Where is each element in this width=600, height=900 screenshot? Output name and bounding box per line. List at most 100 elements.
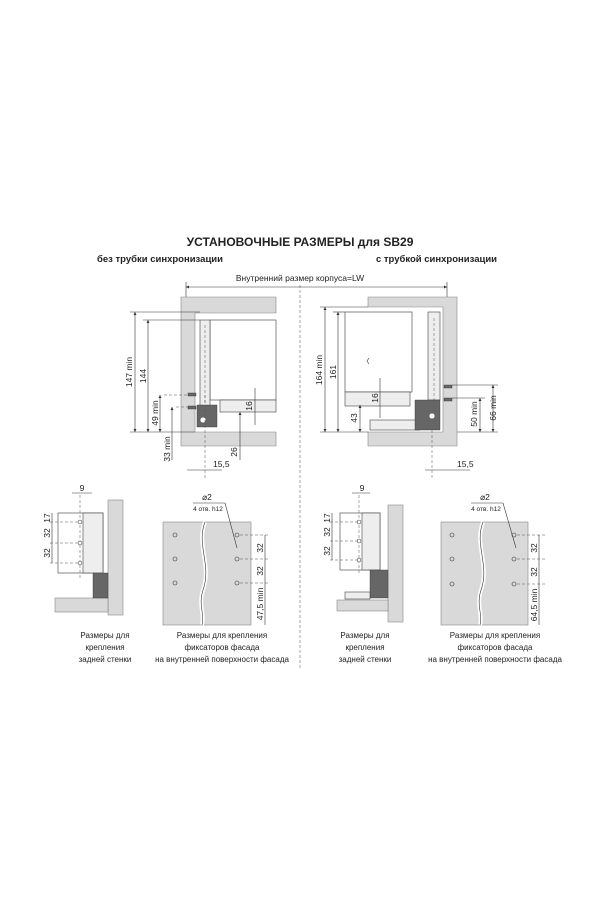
dim-15-5: 15,5 (457, 459, 474, 469)
left-side-section: 147 min 144 49 min 33 min 16 26 15,5 (124, 296, 277, 478)
lw-label: Внутренний размер корпуса=LW (236, 273, 364, 283)
dim-161: 161 (328, 365, 338, 379)
dim-32-b: 32 (255, 566, 265, 576)
caption-line: фиксаторов фасада (185, 643, 260, 652)
drawing-title: УСТАНОВОЧНЫЕ РАЗМЕРЫ для SB29 (187, 235, 414, 249)
dim-164-min: 164 min (314, 355, 324, 386)
bottom-shelf (336, 599, 389, 612)
caption-line: Размеры для крепления (177, 631, 267, 640)
drawer-side-panel (209, 319, 277, 401)
back-wall (387, 504, 404, 623)
runner-mechanism (414, 399, 441, 431)
caption-line: крепления (345, 643, 384, 652)
hole (511, 581, 517, 587)
caption-line: крепления (85, 643, 124, 652)
left-heading: без трубки синхронизации (97, 254, 223, 265)
dim-43: 43 (349, 413, 359, 423)
hole (77, 519, 83, 525)
hole (172, 532, 178, 538)
break-line-edge (200, 521, 207, 626)
hole (172, 580, 178, 586)
hole (449, 556, 455, 562)
caption-line: на внутренней поверхности фасада (155, 655, 289, 664)
right-front-panel-detail: 32 32 64,5 min ⌀2 4 отв. h12 Размеры для… (428, 492, 562, 664)
mechanism-wheel (199, 416, 207, 424)
dim-32-b: 32 (529, 567, 539, 577)
caption-line: на внутренней поверхности фасада (428, 655, 562, 664)
screw-upper (187, 392, 197, 397)
caption-line: Размеры для (80, 631, 129, 640)
caption-line: задней стенки (339, 655, 392, 664)
dim-64-5-min: 64,5 min (529, 588, 539, 621)
left-back-wall-detail: 9 17 32 32 Размеры для крепления задней … (42, 483, 131, 664)
screw-lower (443, 397, 453, 402)
runner-profile (199, 319, 211, 409)
dim-16: 16 (244, 401, 254, 411)
leader-line (224, 502, 238, 549)
front-holes (172, 532, 240, 586)
hole (77, 560, 83, 566)
dim-32-b: 32 (42, 548, 52, 558)
hole (77, 540, 83, 546)
dim-17: 17 (322, 513, 332, 523)
dim-32-a: 32 (322, 527, 332, 537)
caption-line: Размеры для (340, 631, 389, 640)
mechanism-wheel (428, 412, 436, 420)
dim-49-min: 49 min (150, 400, 160, 426)
dim-32-a: 32 (255, 543, 265, 553)
right-side-section: 164 min 161 43 16 50 min 66 min 15,5 (314, 296, 498, 478)
break-mark (366, 357, 370, 365)
hole (449, 581, 455, 587)
back-holes (77, 519, 83, 566)
hole (234, 532, 240, 538)
dim-50-min: 50 min (469, 401, 479, 427)
screw-lower (187, 405, 197, 410)
hole (234, 556, 240, 562)
synchro-tube (369, 419, 421, 431)
dim-9: 9 (360, 483, 365, 493)
drawer-side-panel (344, 311, 413, 393)
right-back-wall-detail: 9 17 32 32 Размеры для крепления задней … (322, 483, 404, 664)
dim-32-b: 32 (322, 546, 332, 556)
hole (172, 556, 178, 562)
caption-line: Размеры для крепления (450, 631, 540, 640)
dim-144: 144 (138, 369, 148, 383)
dim-9: 9 (80, 483, 85, 493)
bottom-shelf (54, 597, 109, 613)
drawer-bottom (344, 391, 411, 407)
dim-26: 26 (229, 447, 239, 457)
back-bracket (361, 512, 381, 571)
break-line-edge (478, 521, 485, 626)
hole-note: 4 отв. h12 (471, 506, 501, 513)
left-front-panel-detail: 32 32 47,5 min ⌀2 4 отв. h12 Размеры для… (155, 492, 289, 664)
leader-line (502, 502, 517, 549)
dim-17: 17 (42, 513, 52, 523)
runner-mechanism (196, 404, 218, 428)
dim-32-a: 32 (529, 543, 539, 553)
dim-66-min: 66 min (488, 395, 498, 421)
screw-upper (443, 384, 453, 389)
dim-15-5: 15,5 (213, 459, 230, 469)
drawer-bottom (219, 399, 277, 413)
caption-line: фиксаторов фасада (458, 643, 533, 652)
dim-33-min: 33 min (162, 436, 172, 462)
dim-16: 16 (370, 393, 380, 403)
hole-note: 4 отв. h12 (193, 506, 223, 513)
hole-diameter: ⌀2 (202, 492, 212, 502)
back-wall (107, 499, 124, 616)
back-bracket (82, 512, 104, 574)
hole (234, 580, 240, 586)
runner-end (369, 569, 389, 599)
dim-47-5-min: 47,5 min (255, 587, 265, 620)
synchro-tube (344, 591, 371, 600)
front-holes (449, 532, 517, 587)
right-heading: с трубкой синхронизации (376, 254, 497, 265)
dim-32-a: 32 (42, 528, 52, 538)
runner-end (92, 572, 109, 599)
hole-diameter: ⌀2 (480, 492, 490, 502)
hole (511, 556, 517, 562)
dim-147-min: 147 min (124, 357, 134, 388)
caption-line: задней стенки (79, 655, 132, 664)
